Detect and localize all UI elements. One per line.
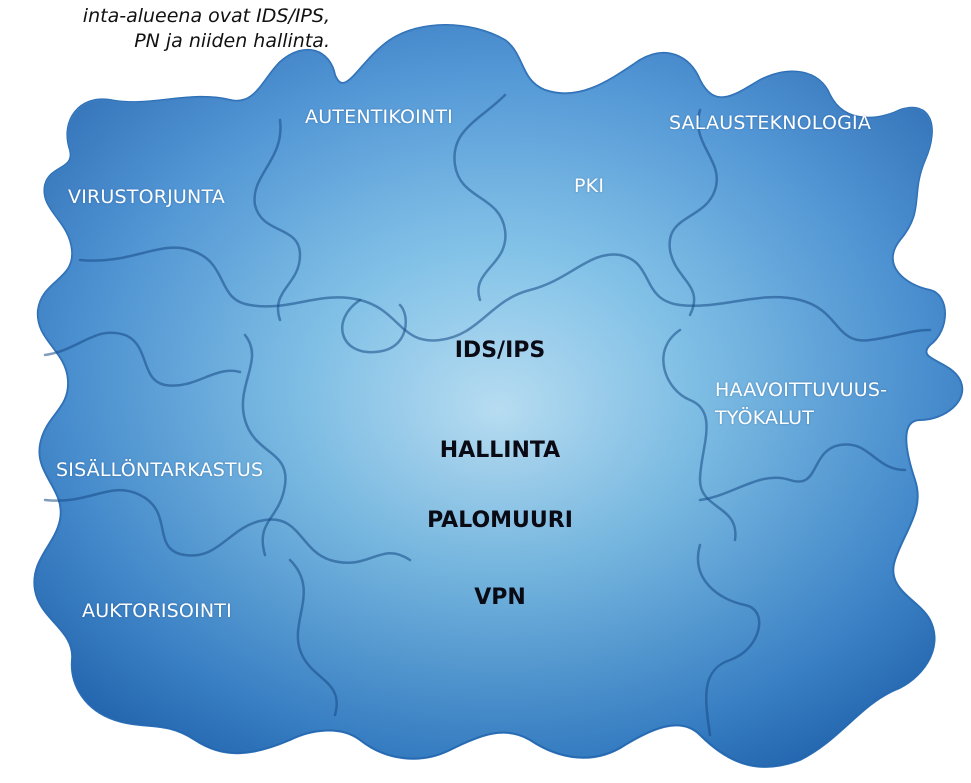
seam-row-1 [78,246,932,342]
seam-row-2 [43,488,412,565]
caption: inta-alueena ovat IDS/IPS, PN ja niiden … [0,4,330,54]
label-sisallontarkastus: SISÄLLÖNTARKASTUS [56,459,264,481]
label-auktorisointi: AUKTORISOINTI [82,600,232,622]
seam-bottom-left [288,558,338,717]
seam-top-left [253,118,302,322]
puzzle-shading [34,25,963,767]
seam-bottom-right [696,543,761,737]
label-pki: PKI [574,175,605,197]
seam-left-edge [43,331,242,387]
label-haavoittuvuustyokalut: HAAVOITTUVUUS- TYÖKALUT [715,376,887,432]
label-virustorjunta: VIRUSTORJUNTA [68,186,225,208]
label-haavoittuvuus-line-2: TYÖKALUT [715,407,815,429]
seam-top-right [668,108,718,317]
center-item-ids-ips: IDS/IPS [454,338,546,363]
caption-line-1: inta-alueena ovat IDS/IPS, [82,5,330,27]
label-salausteknologia: SALAUSTEKNOLOGIA [669,112,872,134]
seam-right-middle [662,328,737,542]
seam-top-middle [453,93,507,302]
seam-row-2-right [698,443,907,502]
seam-left-middle [241,333,287,557]
seam-center-knob [341,298,407,354]
center-item-palomuuri: PALOMUURI [427,508,573,533]
center-item-hallinta: HALLINTA [439,438,561,463]
center-item-vpn: VPN [474,585,526,610]
label-autentikointi: AUTENTIKOINTI [305,106,453,128]
puzzle-seams [43,93,932,737]
caption-line-2: PN ja niiden hallinta. [134,30,330,52]
label-haavoittuvuus-line-1: HAAVOITTUVUUS- [715,379,888,401]
